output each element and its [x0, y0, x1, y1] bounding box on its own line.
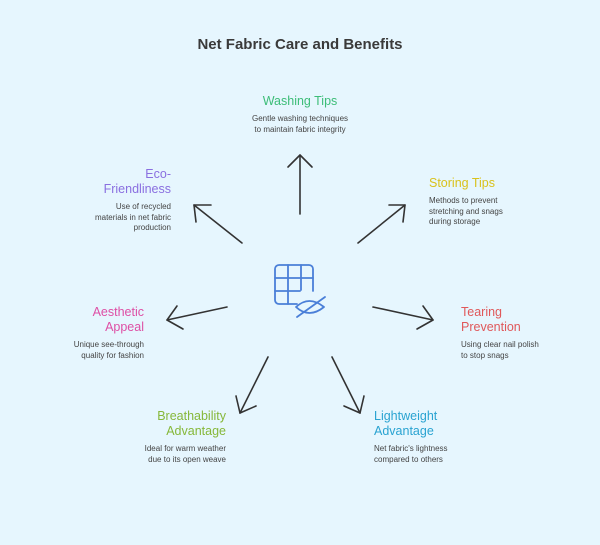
node-aesthetic-appeal: Aesthetic Appeal Unique see-through qual… — [44, 305, 144, 361]
node-description: Ideal for warm weather due to its open w… — [144, 444, 226, 464]
node-title: Washing Tips — [262, 94, 338, 108]
node-description: Methods to prevent stretching and snags … — [429, 196, 503, 226]
node-washing-tips: Washing Tips Gentle washing techniques t… — [225, 94, 375, 135]
arrow-aesthetic — [166, 305, 228, 330]
node-eco-friendliness: Eco-Friendliness Use of recycled materia… — [71, 167, 171, 234]
node-title: Tearing Prevention — [461, 305, 521, 334]
node-title: Breathability Advantage — [157, 409, 226, 438]
node-tearing-prevention: Tearing Prevention Using clear nail poli… — [461, 305, 561, 361]
node-description: Use of recycled materials in net fabric … — [94, 202, 171, 232]
arrow-lightweight — [331, 356, 365, 414]
diagram-title: Net Fabric Care and Benefits — [197, 36, 403, 53]
net-fabric-grid-icon — [274, 264, 326, 318]
arrow-tearing — [372, 305, 434, 330]
node-title: Eco-Friendliness — [103, 167, 171, 196]
node-description: Gentle washing techniques to maintain fa… — [251, 114, 349, 134]
node-description: Unique see-through quality for fashion — [73, 340, 144, 360]
arrow-breathability — [235, 356, 269, 414]
arrow-storing — [357, 204, 406, 244]
node-lightweight-advantage: Lightweight Advantage Net fabric's light… — [374, 409, 474, 465]
node-title: Aesthetic Appeal — [92, 305, 144, 334]
node-breathability-advantage: Breathability Advantage Ideal for warm w… — [126, 409, 226, 465]
node-description: Net fabric's lightness compared to other… — [374, 444, 448, 464]
node-title: Storing Tips — [429, 176, 496, 190]
arrow-washing — [287, 154, 313, 215]
node-description: Using clear nail polish to stop snags — [461, 340, 539, 360]
arrow-eco — [193, 204, 243, 244]
node-storing-tips: Storing Tips Methods to prevent stretchi… — [429, 176, 529, 228]
node-title: Lightweight Advantage — [374, 409, 438, 438]
